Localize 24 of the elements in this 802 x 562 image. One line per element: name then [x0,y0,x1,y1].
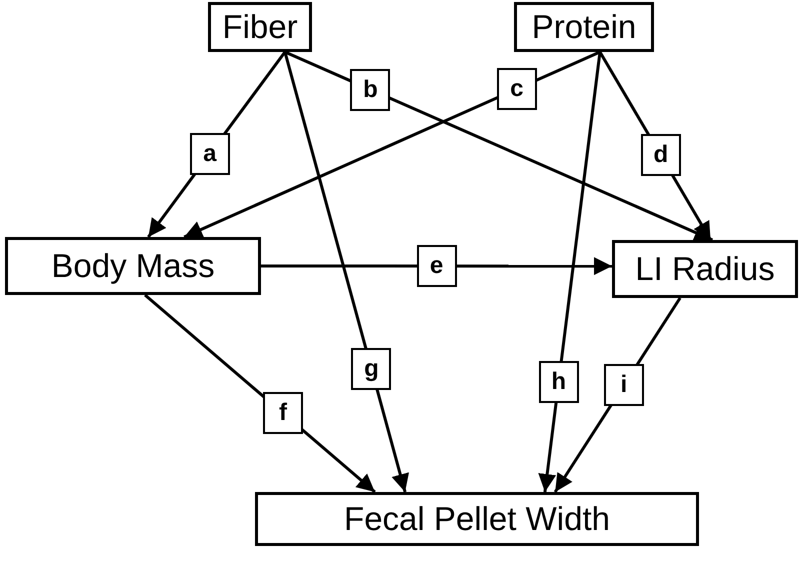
edge-label: b [350,68,390,111]
arrow [538,52,602,492]
edge-label: f [262,392,303,434]
node-label: Body Mass [51,247,215,285]
node-label: Fecal Pellet Width [344,500,610,538]
arrow [261,257,612,276]
edge-label: h [538,361,579,403]
node-box [255,492,699,546]
edge-label: g [351,348,392,390]
node-box [514,2,654,52]
arrow [284,50,714,242]
node-label: Fiber [222,8,298,46]
node-box [612,240,798,298]
node-box [208,2,312,52]
edge-label: e [416,245,456,288]
edge-label: i [604,364,644,406]
edge-label: c [496,68,537,110]
node-label: Protein [532,8,636,46]
arrow [184,50,601,238]
node-label: LI Radius [635,250,775,288]
node-box [5,237,261,295]
edge-label: a [190,132,230,175]
arrow [284,52,410,492]
edge-label: d [640,134,681,176]
